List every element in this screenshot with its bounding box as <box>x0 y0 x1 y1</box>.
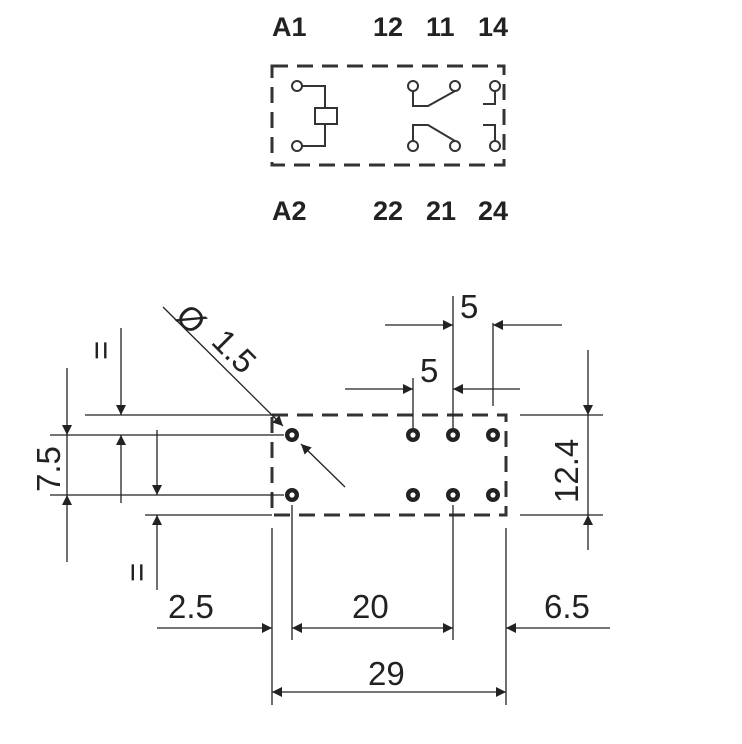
right-offset-value: 6.5 <box>544 588 590 625</box>
total-length-dimension: 29 <box>272 655 506 697</box>
pitch-dimension-top: 5 <box>385 288 562 428</box>
pin-label-14: 14 <box>478 12 508 42</box>
pin-hole <box>446 428 460 442</box>
span-value: 20 <box>352 588 389 625</box>
pin-label-12: 12 <box>373 12 403 42</box>
pin-label-a2: A2 <box>272 196 307 226</box>
equal-offset-bottom: = <box>118 430 272 590</box>
height-dimension: 12.4 <box>520 350 603 550</box>
pin-label-21: 21 <box>426 196 456 226</box>
pitch-dimension-mid: 5 <box>345 352 520 428</box>
pin-hole <box>285 428 299 442</box>
diameter-value: 1.5 <box>205 322 264 381</box>
pin-label-a1: A1 <box>272 12 307 42</box>
equal-offset-top: = <box>82 328 272 503</box>
pcb-footprint: Ø 1.5 5 5 12.4 <box>30 288 610 705</box>
pin-hole <box>406 488 420 502</box>
equal-mark-bottom: = <box>118 563 155 582</box>
schematic-diagram: A1 12 11 14 A2 22 21 <box>270 12 508 226</box>
pin-holes <box>285 428 500 502</box>
contact-set-1 <box>407 80 501 107</box>
pin-label-11: 11 <box>426 12 455 42</box>
hole-diameter-dimension: Ø 1.5 <box>162 297 346 488</box>
pin-hole <box>486 488 500 502</box>
coil-symbol <box>291 80 338 152</box>
footprint-outline <box>270 413 508 517</box>
pin-label-24: 24 <box>478 196 508 226</box>
pin-hole <box>446 488 460 502</box>
pin-hole <box>285 488 299 502</box>
row-spacing-value: 7.5 <box>30 446 67 492</box>
row-spacing-dimension: 7.5 <box>30 368 284 562</box>
pin-hole <box>486 428 500 442</box>
equal-mark-top: = <box>82 341 119 360</box>
pin-label-22: 22 <box>373 196 403 226</box>
relay-outline <box>270 64 506 167</box>
diameter-symbol: Ø <box>169 297 213 341</box>
pitch-mid-value: 5 <box>420 352 438 389</box>
pitch-top-value: 5 <box>460 288 478 325</box>
total-length-value: 29 <box>368 655 405 692</box>
horizontal-offsets-dimension: 2.5 20 6.5 <box>157 588 610 633</box>
left-offset-value: 2.5 <box>168 588 214 625</box>
contact-set-2 <box>407 124 501 152</box>
pin-hole <box>406 428 420 442</box>
height-value: 12.4 <box>548 439 585 503</box>
